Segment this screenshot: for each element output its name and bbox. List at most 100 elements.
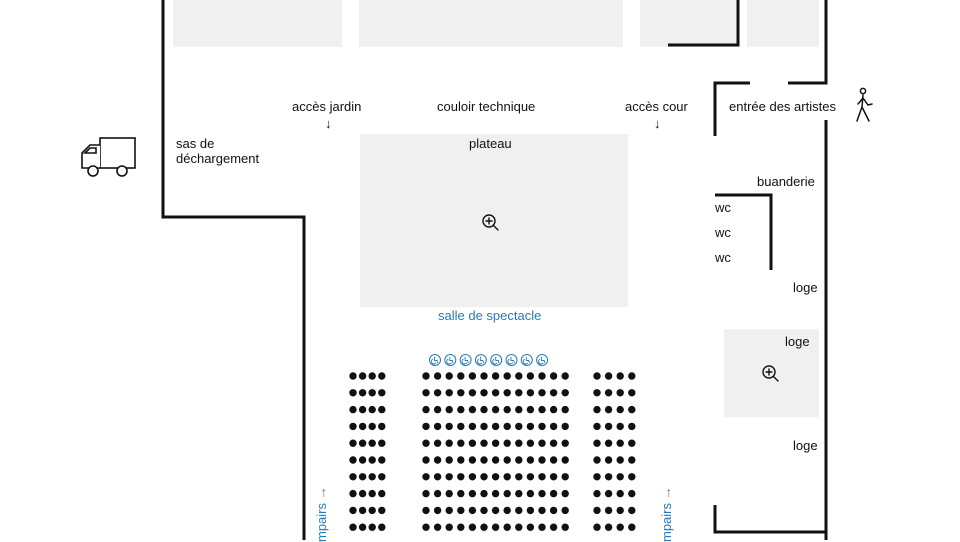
walls	[161, 0, 828, 540]
seat	[538, 422, 546, 431]
seat	[616, 439, 624, 447]
seat	[503, 489, 511, 498]
seat	[604, 372, 613, 380]
seat	[616, 523, 624, 531]
seat	[628, 439, 636, 447]
seat	[561, 523, 569, 531]
seat	[468, 506, 477, 515]
seat	[358, 405, 367, 414]
seat	[604, 389, 613, 397]
seat	[445, 439, 453, 447]
seat	[604, 456, 613, 464]
seat	[515, 523, 523, 531]
seat	[526, 506, 535, 515]
seat	[433, 422, 442, 431]
seat	[503, 439, 511, 447]
label-sas-line2: déchargement	[176, 151, 260, 166]
seat	[378, 506, 386, 515]
seat	[628, 389, 636, 397]
seat	[433, 372, 442, 380]
seat	[604, 523, 613, 531]
seat	[628, 473, 636, 481]
seat	[349, 523, 357, 531]
seat	[526, 489, 535, 498]
seat	[445, 389, 453, 397]
seat	[538, 372, 546, 380]
label-salle-de-spectacle: salle de spectacle	[438, 308, 542, 323]
label-wc: wc	[715, 225, 731, 240]
seat	[468, 372, 477, 380]
seat	[593, 389, 601, 397]
seat	[433, 405, 442, 414]
seat	[480, 405, 488, 414]
seat	[378, 372, 386, 380]
zoom-in-icon[interactable]	[482, 214, 499, 231]
seat	[503, 372, 511, 380]
seat	[422, 389, 430, 397]
seat	[526, 372, 535, 380]
seat	[457, 523, 465, 531]
seat	[358, 422, 367, 431]
seat	[616, 456, 624, 464]
seat	[378, 456, 386, 464]
seat	[358, 456, 367, 464]
wheelchair-icon	[490, 354, 503, 366]
seat	[378, 405, 386, 414]
seat	[604, 489, 613, 498]
seat	[445, 489, 453, 498]
seat	[480, 456, 488, 464]
seat	[503, 389, 511, 397]
seat	[515, 389, 523, 397]
zoom-in-icon[interactable]	[762, 365, 779, 382]
label-loge: loge	[793, 280, 818, 295]
seat	[515, 372, 523, 380]
wheelchair-icon	[536, 354, 549, 366]
seat	[604, 405, 613, 414]
seat	[628, 489, 636, 498]
seat	[526, 422, 535, 431]
seat	[457, 389, 465, 397]
seat	[593, 473, 601, 481]
seat	[358, 473, 367, 481]
loge-room	[724, 329, 819, 417]
seat	[538, 473, 546, 481]
seat	[491, 506, 500, 515]
seat	[503, 506, 511, 515]
seat	[468, 405, 477, 414]
room-top-3	[640, 0, 737, 47]
wheelchair-icon	[505, 354, 518, 366]
seat	[480, 439, 488, 447]
seat	[491, 456, 500, 464]
label-acces-jardin: accès jardin	[292, 99, 362, 114]
seat	[368, 456, 376, 464]
seat	[433, 523, 442, 531]
seat	[491, 473, 500, 481]
wheelchair-icon	[520, 354, 533, 366]
seat	[538, 523, 546, 531]
seat	[457, 422, 465, 431]
seat	[422, 405, 430, 414]
seat	[480, 422, 488, 431]
seat	[480, 523, 488, 531]
seat	[349, 389, 357, 397]
seat	[491, 439, 500, 447]
seat	[515, 473, 523, 481]
wheelchair-icon	[459, 354, 472, 366]
seat	[628, 506, 636, 515]
truck-icon	[81, 137, 136, 177]
seat	[368, 489, 376, 498]
seat	[433, 456, 442, 464]
seat	[526, 473, 535, 481]
seat	[538, 439, 546, 447]
seat	[491, 372, 500, 380]
seat	[422, 506, 430, 515]
seat	[433, 473, 442, 481]
seat	[503, 405, 511, 414]
seat	[422, 456, 430, 464]
seat	[349, 489, 357, 498]
seat	[480, 389, 488, 397]
seat	[468, 439, 477, 447]
seat	[468, 489, 477, 498]
seat	[503, 456, 511, 464]
seat	[628, 523, 636, 531]
